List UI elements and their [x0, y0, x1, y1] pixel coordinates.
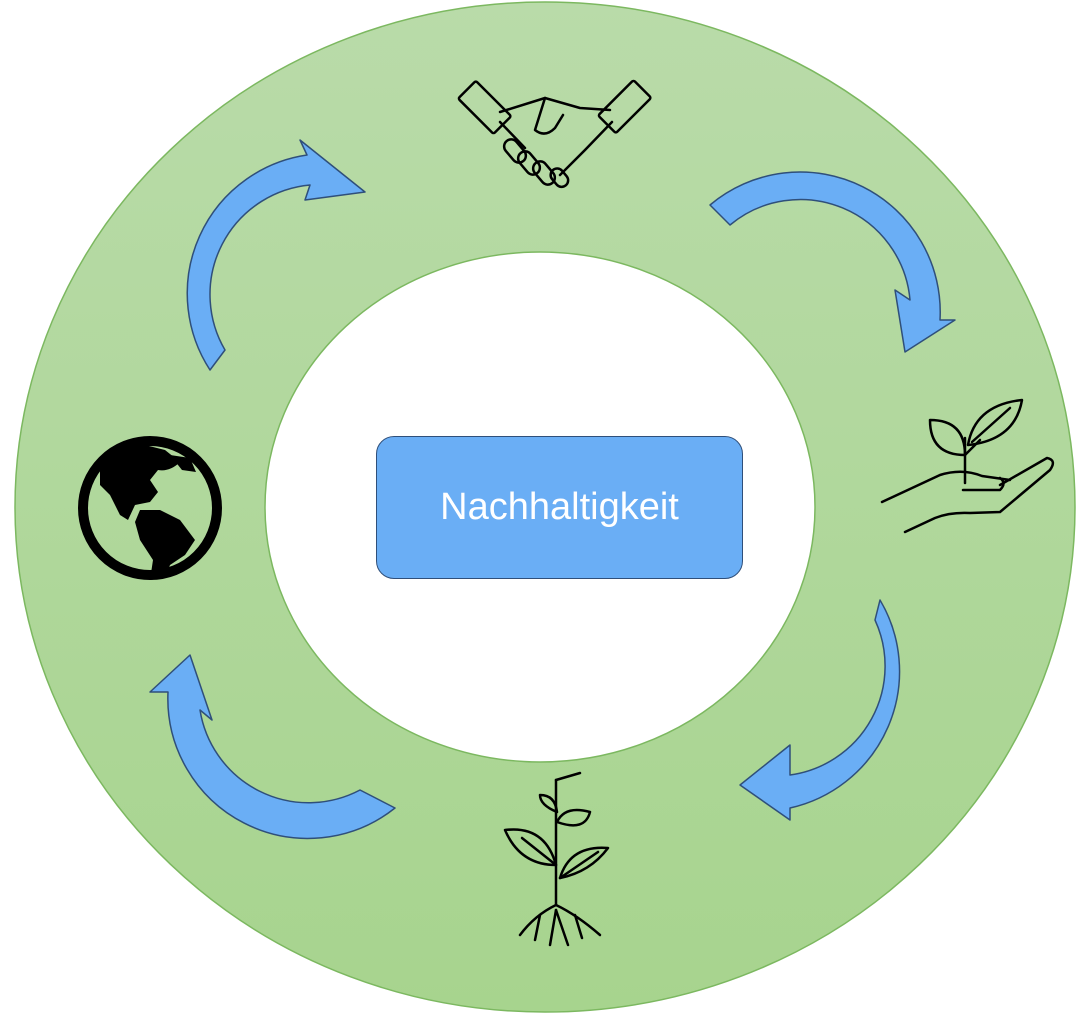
cycle-arrow-top-right: [709, 171, 956, 353]
cycle-arrow-bottom-left: [149, 654, 396, 840]
outer-ring: [14, 1, 1076, 1013]
center-label: Nachhaltigkeit: [440, 486, 679, 528]
hand-with-sprout-icon: [880, 398, 1055, 534]
handshake-icon: [457, 79, 652, 189]
plant-with-roots-icon: [503, 771, 610, 947]
cycle-arrow-top-left: [186, 139, 366, 371]
cycle-arrow-bottom-right: [739, 599, 901, 821]
globe-americas-icon: [78, 436, 222, 580]
center-concept-box: Nachhaltigkeit: [376, 436, 743, 579]
